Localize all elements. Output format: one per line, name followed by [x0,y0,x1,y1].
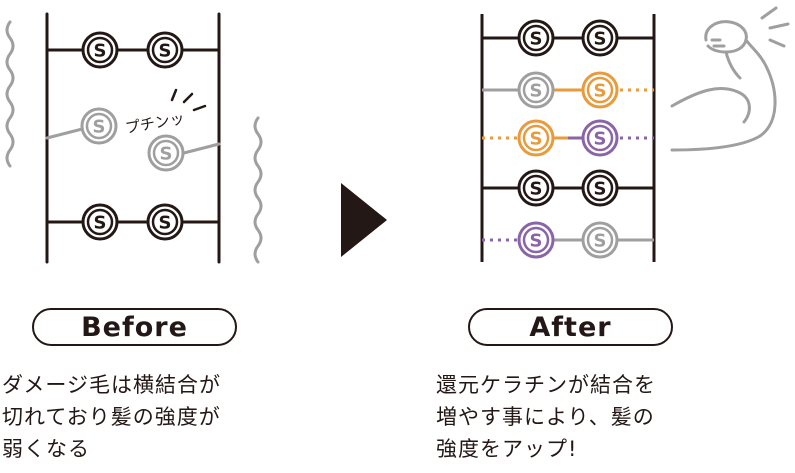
before-caption: ダメージ毛は横結合が 切れており髪の強度が 弱くなる [2,369,221,465]
disulfide-bond-node: S [81,31,119,69]
disulfide-bond-node: S [80,107,118,145]
disulfide-bond-node: S [517,169,555,207]
before-caption-line: ダメージ毛は横結合が [2,373,221,397]
bond-letter: S [530,81,543,102]
before-caption-line: 弱くなる [2,437,90,461]
disulfide-bond-node: S [581,221,619,259]
bond-letter: S [530,231,543,252]
bond-letter: S [93,117,106,138]
snap-burst-icon [170,88,207,112]
after-caption-line: 増やす事により、髪の [436,405,655,429]
disulfide-bond-node: S [581,71,619,109]
disulfide-bond-node: S [147,134,185,172]
wavy-strand-icon [253,116,263,264]
broken-bond-line [178,142,221,156]
disulfide-bond-node: S [517,71,555,109]
disulfide-bond-node: S [146,31,184,69]
disulfide-bond-node: S [517,221,555,259]
after-ladder [480,14,656,262]
disulfide-bond-node: S [581,19,619,57]
bond-letter: S [94,213,107,234]
bond-letter: S [159,213,172,234]
disulfide-bond-node: S [517,119,555,157]
after-caption-line: 強度をアップ! [436,437,578,461]
disulfide-bond-node: S [581,169,619,207]
bond-letter: S [594,129,607,150]
bond-letter: S [159,41,172,62]
disulfide-bond-node: S [81,203,119,241]
after-caption: 還元ケラチンが結合を 増やす事により、髪の 強度をアップ! [436,369,656,465]
after-label: After [468,308,673,346]
disulfide-bond-node: S [146,203,184,241]
disulfide-bond-node: S [517,19,555,57]
bond-letter: S [530,29,543,50]
wavy-strand-icon [5,20,15,168]
before-label: Before [32,308,237,346]
next-arrow-icon [341,183,387,257]
bond-letter: S [594,179,607,200]
bond-letter: S [530,129,543,150]
before-caption-line: 切れており髪の強度が [2,405,221,429]
disulfide-bond-node: S [581,119,619,157]
bond-letter: S [594,81,607,102]
bond-letter: S [94,41,107,62]
broken-bond-line [45,126,88,140]
bond-letter: S [160,144,173,165]
bond-letter: S [530,179,543,200]
bond-letter: S [594,29,607,50]
after-caption-line: 還元ケラチンが結合を [436,373,656,397]
flexed-arm-icon [670,6,790,152]
bond-letter: S [594,231,607,252]
